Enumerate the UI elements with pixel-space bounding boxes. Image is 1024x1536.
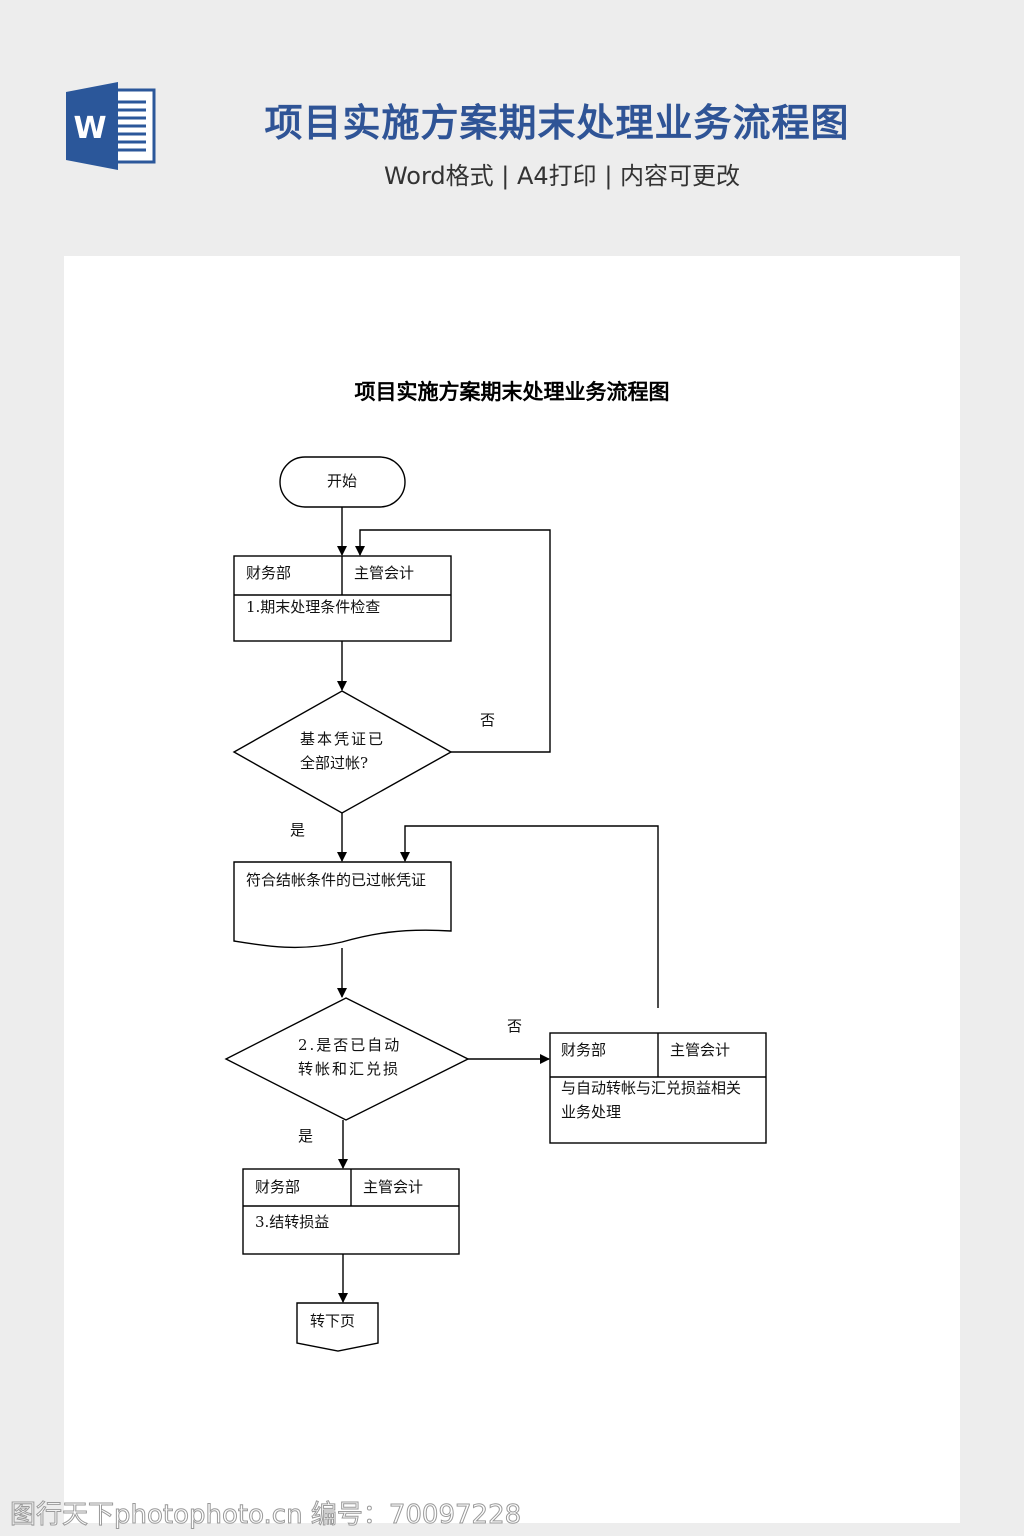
decision2-no-label: 否 xyxy=(507,1017,523,1035)
decision1-text-line1: 基本凭证已 xyxy=(300,730,386,748)
decision2-text-line1: 2.是否已自动 xyxy=(298,1036,402,1054)
offpage-label: 转下页 xyxy=(310,1312,356,1330)
step3-dept: 财务部 xyxy=(255,1178,301,1196)
document-page xyxy=(64,256,960,1523)
step3-role: 主管会计 xyxy=(363,1178,424,1196)
decision2-diamond xyxy=(224,997,470,1121)
word-document-icon: W xyxy=(64,80,158,172)
arrow-decision1-no-loop xyxy=(355,529,551,753)
decision1-text-line2: 全部过帐? xyxy=(300,754,369,772)
offpage-connector xyxy=(296,1302,379,1352)
decision2-text-line2: 转帐和汇兑损 xyxy=(298,1060,401,1078)
side-step-dept: 财务部 xyxy=(561,1041,607,1059)
decision2-yes-label: 是 xyxy=(298,1127,314,1145)
step3-task: 3.结转损益 xyxy=(255,1213,330,1231)
side-step-task-line2: 业务处理 xyxy=(561,1103,622,1121)
watermark: 图行天下photophoto.cn 编号：70097228 xyxy=(9,1500,522,1531)
step1-task: 1.期末处理条件检查 xyxy=(246,598,381,616)
decision1-no-label: 否 xyxy=(480,711,496,729)
step1-role: 主管会计 xyxy=(354,564,415,582)
decision1-yes-label: 是 xyxy=(290,821,306,839)
document-node-text: 符合结帐条件的已过帐凭证 xyxy=(246,871,427,889)
page-subtitle: Word格式 | A4打印 | 内容可更改 xyxy=(383,162,741,190)
step1-dept: 财务部 xyxy=(246,564,292,582)
side-step-role: 主管会计 xyxy=(670,1041,731,1059)
arrow-side-step-return xyxy=(400,825,659,1008)
side-step-task-line1: 与自动转帐与汇兑损益相关 xyxy=(561,1079,742,1097)
page-title: 项目实施方案期末处理业务流程图 xyxy=(264,101,850,145)
document-node xyxy=(233,861,452,949)
decision1-diamond xyxy=(232,690,453,814)
document-title: 项目实施方案期末处理业务流程图 xyxy=(354,380,670,404)
logo-letter: W xyxy=(73,111,106,146)
start-label: 开始 xyxy=(327,472,358,490)
